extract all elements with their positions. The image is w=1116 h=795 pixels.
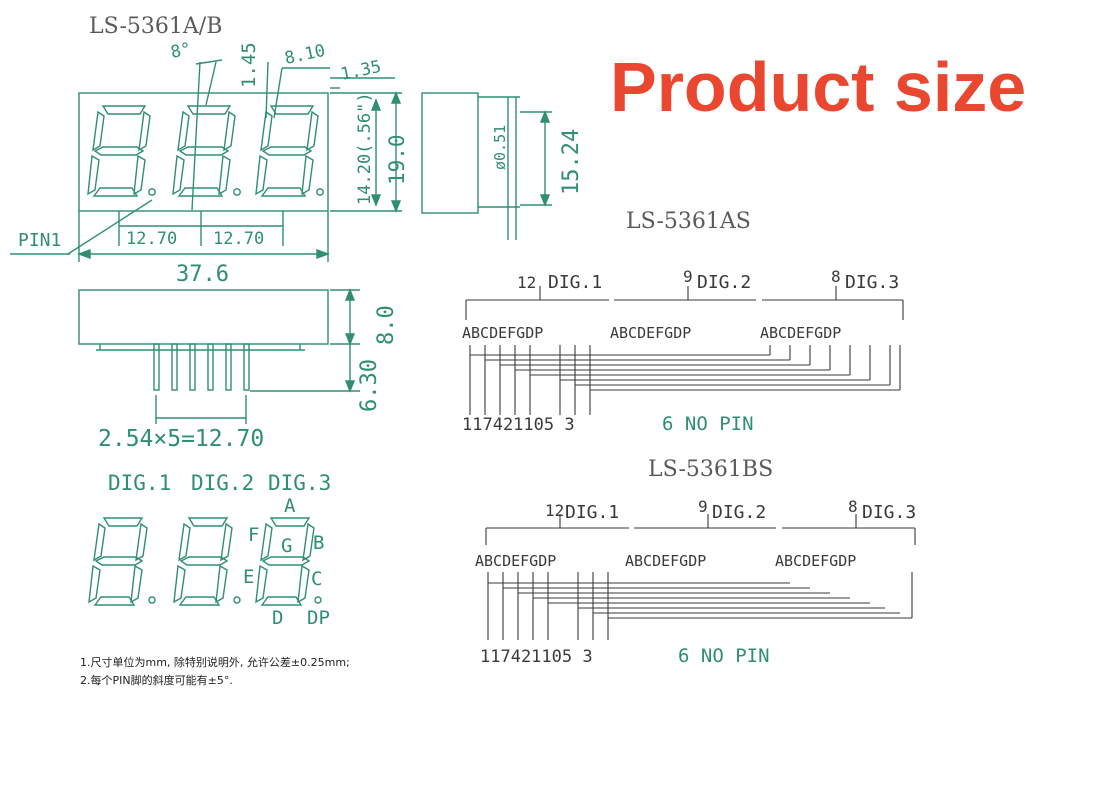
seg-c-label: C [311,568,322,590]
seg-d-label: D [272,607,283,629]
dim-width: 37.6 [176,262,229,287]
pin1-label: PIN1 [18,230,61,251]
bottom-dig2-label: DIG.2 [191,471,254,495]
front-digit-3 [255,105,324,197]
side-view-body [421,92,479,214]
as-dig3-pin: 8 [831,267,841,286]
as-dig1-label: DIG.1 [548,272,602,293]
model-ls5361ab-label: LS-5361A/B [89,14,222,39]
display-body-outline [78,92,329,212]
as-bottom-pins: 117421105 3 [462,415,575,435]
seg-b-label: B [313,532,324,554]
product-size-heading: Product size [610,48,1027,126]
dim-1-35: 1.35 [339,57,383,85]
as-no-pin-label: 6 NO PIN [662,413,754,435]
model-ls5361bs-label: LS-5361BS [648,457,773,482]
as-dig3-label: DIG.3 [845,272,899,293]
as-segments-3: ABCDEFGDP [760,324,841,342]
dim-pin-length: 6.30 [357,359,382,412]
bs-segments-2: ABCDEFGDP [625,552,706,570]
seg-e-label: E [243,566,254,588]
model-ls5361as-label: LS-5361AS [626,209,751,234]
seg-a-label: A [284,495,296,517]
dim-8-10: 8.10 [283,41,327,69]
dim-19-0: 19.0 [385,134,409,185]
dim-angle: 8° [169,39,193,63]
bs-dig1-label: DIG.1 [565,502,619,523]
bs-segments-1: ABCDEFGDP [475,552,556,570]
dim-pitch-a: 12.70 [126,229,177,249]
as-dig1-pin: 12 [517,273,536,292]
legend-digit-3 [255,517,322,606]
dim-15-24: 15.24 [559,129,584,195]
bs-dig3-label: DIG.3 [862,502,916,523]
dim-1-45: 1.45 [238,42,260,88]
dim-pitch-b: 12.70 [213,229,264,249]
dim-pin-pitch: 2.54×5=12.70 [98,426,264,452]
dim-14-20: 14.20(.56") [355,92,375,205]
dim-pin-diameter: ø0.51 [491,125,509,170]
legend-digit-2 [173,517,241,606]
bs-no-pin-label: 6 NO PIN [678,645,770,667]
circuit-ls5361bs-wiring [485,514,916,640]
front-digit-2 [172,105,241,197]
seg-dp-label: DP [307,607,330,629]
dim-depth: 8.0 [374,305,399,345]
bs-bottom-pins: 117421105 3 [480,647,593,667]
front-digit-1 [87,105,156,197]
pin-view-body [78,289,329,345]
pin-row [153,343,250,391]
as-segments-1: ABCDEFGDP [462,324,543,342]
bottom-dig3-label: DIG.3 [268,471,331,495]
as-dig2-label: DIG.2 [697,272,751,293]
bs-segments-3: ABCDEFGDP [775,552,856,570]
bs-dig3-pin: 8 [848,497,858,516]
seg-g-label: G [281,535,292,557]
as-segments-2: ABCDEFGDP [610,324,691,342]
seg-f-label: F [248,524,259,546]
as-dig2-pin: 9 [683,267,693,286]
bs-dig2-label: DIG.2 [712,502,766,523]
bs-dig1-pin: 12 [545,501,564,520]
legend-digit-1 [88,517,156,606]
bottom-dig1-label: DIG.1 [108,471,171,495]
circuit-ls5361as-wiring [465,286,904,415]
note-1: 1.尺寸单位为mm, 除特别说明外, 允许公差±0.25mm; [80,655,350,669]
note-2: 2.每个PIN脚的斜度可能有±5°. [80,673,233,687]
bs-dig2-pin: 9 [698,497,708,516]
